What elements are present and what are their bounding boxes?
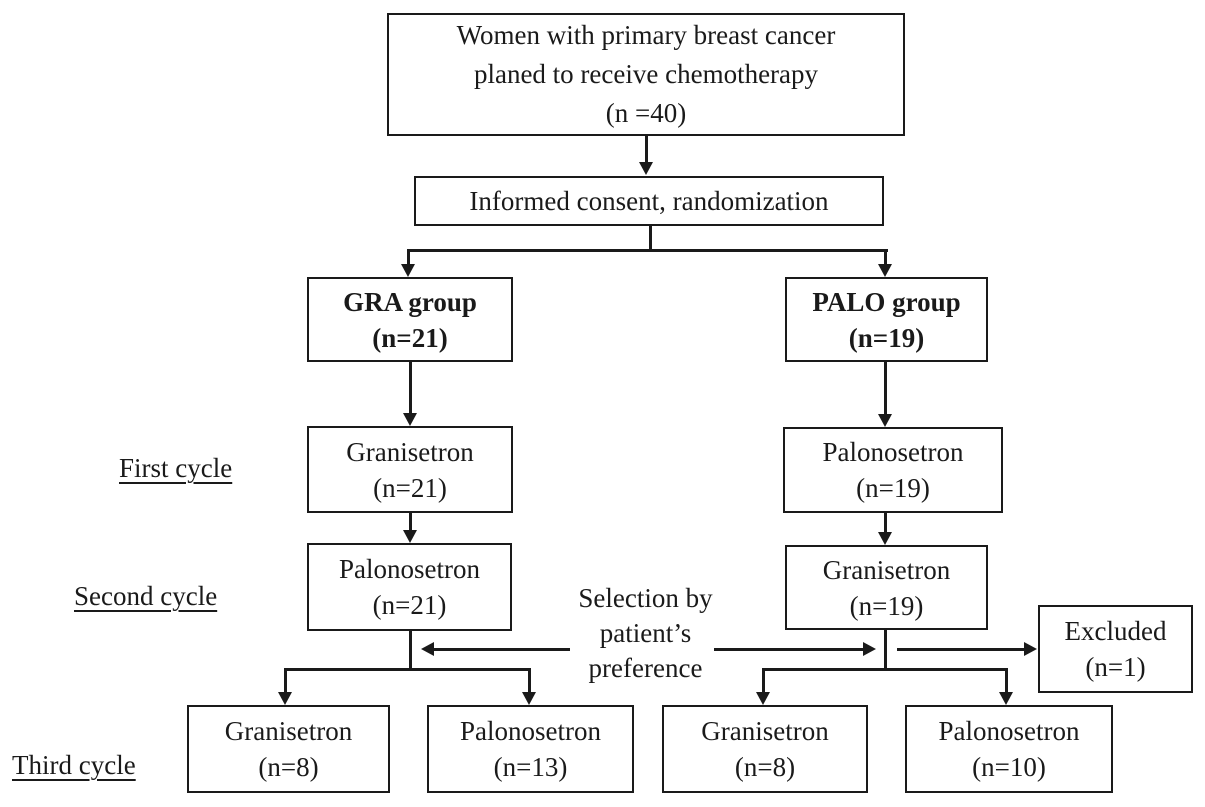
connector-cycle2-left-stem [409, 631, 412, 671]
arrow-down-icon [522, 692, 536, 705]
arrow-down-icon [278, 692, 292, 705]
node-gra-group: GRA group (n=21) [307, 277, 513, 362]
node-cycle3-left1: Granisetron (n=8) [187, 705, 390, 793]
node-cycle2-right-label: Granisetron [822, 554, 951, 585]
annotation-selection-by-preference: Selection by patient’s preference [548, 581, 743, 686]
node-cycle1-left-count: (n=21) [373, 472, 447, 503]
connector-split-to-cycle3-right2 [1005, 668, 1008, 693]
node-cycle3-right1-label: Granisetron [701, 716, 829, 746]
row-label-first-cycle: First cycle [119, 453, 233, 483]
arrow-right-icon [863, 642, 876, 656]
node-cycle1-right-label: Palonosetron [822, 437, 964, 467]
row-label-second-cycle: Second cycle [74, 581, 218, 611]
node-cycle3-right2: Palonosetron (n=10) [905, 705, 1113, 793]
node-cycle3-right2-count: (n=10) [972, 752, 1046, 782]
node-gra-group-count: (n=21) [372, 322, 448, 353]
node-cycle3-left1-label: Granisetron [224, 716, 353, 746]
arrow-down-icon [403, 413, 417, 426]
node-excluded-label: Excluded [1064, 616, 1167, 646]
node-palo-group-label: PALO group [812, 286, 961, 317]
node-palo-group-count: (n=19) [848, 322, 925, 353]
arrow-down-icon [878, 264, 892, 277]
node-cycle2-right: Granisetron (n=19) [785, 545, 988, 630]
connector-left-split-bar [284, 668, 531, 671]
connector-cycle2-right-stem [884, 630, 887, 671]
arrow-down-icon [403, 530, 417, 543]
node-cycle1-right-count: (n=19) [856, 473, 930, 503]
node-enrollment-line2: planed to receive chemotherapy [473, 59, 819, 89]
node-excluded-count: (n=1) [1085, 652, 1146, 682]
node-cycle2-left-label: Palonosetron [339, 554, 480, 584]
connector-randomization-branch-bar [408, 249, 888, 252]
node-enrollment: Women with primary breast cancer planed … [387, 13, 905, 136]
node-cycle3-right1-count: (n=8) [734, 752, 796, 782]
node-gra-group-label: GRA group [343, 286, 477, 317]
node-cycle2-left: Palonosetron (n=21) [307, 543, 512, 631]
node-palo-group: PALO group (n=19) [785, 277, 988, 362]
arrow-down-icon [401, 264, 415, 277]
node-cycle3-left2: Palonosetron (n=13) [427, 705, 634, 793]
connector-to-excluded [897, 648, 1025, 651]
node-cycle1-left-label: Granisetron [346, 436, 474, 467]
annotation-line1: Selection by [578, 583, 713, 613]
node-randomization-label: Informed consent, randomization [469, 186, 829, 216]
connector-split-to-cycle3-left2 [528, 668, 531, 693]
connector-split-to-cycle3-left1 [284, 668, 287, 693]
arrow-right-icon [1024, 642, 1037, 656]
annotation-line3: preference [588, 653, 703, 683]
connector-cycle1-to-cycle2-left [409, 513, 412, 531]
connector-selection-to-left-group [433, 648, 570, 651]
node-cycle2-left-count: (n=21) [372, 590, 447, 620]
node-cycle2-right-count: (n=19) [849, 590, 924, 621]
node-cycle3-left2-count: (n=13) [493, 752, 568, 782]
annotation-line2: patient’s [599, 618, 692, 648]
connector-gra-to-cycle1 [409, 362, 412, 414]
connector-right-split-bar [762, 668, 1008, 671]
arrow-down-icon [878, 532, 892, 545]
arrow-down-icon [878, 414, 892, 427]
node-cycle1-left: Granisetron (n=21) [307, 426, 513, 513]
connector-branch-to-gra [407, 249, 410, 265]
connector-branch-to-palo [884, 249, 887, 265]
connector-randomization-stem [649, 226, 652, 252]
arrow-left-icon [421, 642, 434, 656]
connector-palo-to-cycle1 [884, 362, 887, 414]
arrow-down-icon [756, 692, 770, 705]
connector-split-to-cycle3-right1 [762, 668, 765, 693]
node-enrollment-line1: Women with primary breast cancer [456, 20, 836, 50]
node-cycle3-right2-label: Palonosetron [938, 716, 1080, 746]
node-cycle1-right: Palonosetron (n=19) [783, 427, 1003, 513]
node-excluded: Excluded (n=1) [1038, 605, 1193, 693]
connector-enrollment-to-randomization [645, 136, 648, 164]
node-enrollment-count: (n =40) [605, 98, 687, 128]
node-randomization: Informed consent, randomization [414, 176, 884, 226]
connector-cycle1-to-cycle2-right [884, 513, 887, 532]
node-cycle3-left2-label: Palonosetron [460, 716, 601, 746]
node-cycle3-left1-count: (n=8) [258, 752, 319, 782]
node-cycle3-right1: Granisetron (n=8) [662, 705, 868, 793]
arrow-down-icon [999, 692, 1013, 705]
arrow-down-icon [639, 162, 653, 175]
row-label-third-cycle: Third cycle [12, 750, 136, 780]
connector-selection-to-right-group [714, 648, 864, 651]
